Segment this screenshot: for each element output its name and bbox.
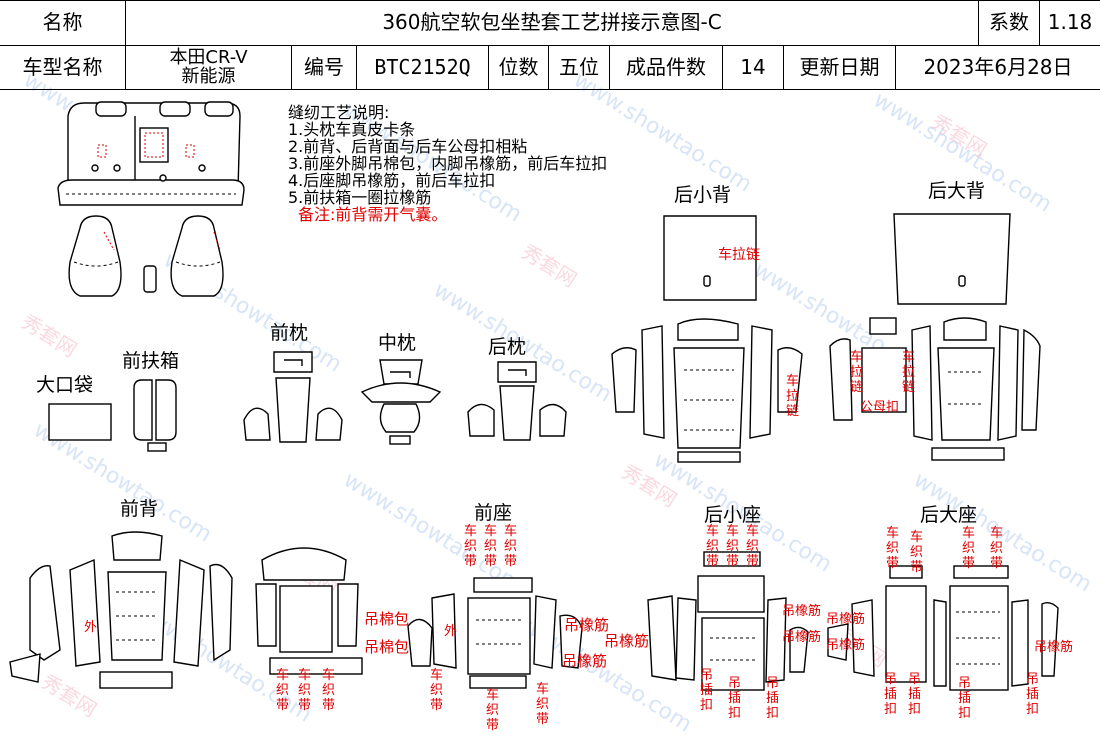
sewing-notes: 缝纫工艺说明: 1.头枕车真皮卡条 2.前背、后背面与后车公母扣相粘 3.前座外… xyxy=(288,104,607,223)
hang-buckle-note: 吊 插 扣 xyxy=(1026,672,1040,717)
seats-label: 位数 xyxy=(489,45,549,90)
rear-big-back-pieces xyxy=(829,213,1041,461)
front-seat-label: 前座 xyxy=(474,502,513,524)
rear-small-back-label: 后小背 xyxy=(674,184,732,206)
rear-big-seat-pieces xyxy=(827,565,1059,691)
outer-note: 外 xyxy=(444,624,458,639)
rear-small-seat-pieces xyxy=(647,551,809,691)
webbing-note: 车 织 带 xyxy=(536,682,550,727)
big-bag-label: 大口袋 xyxy=(36,374,94,396)
webbing-note: 车 织 带 xyxy=(298,668,312,713)
front-pillow-label: 前枕 xyxy=(270,322,309,344)
hang-buckle-note: 吊 插 扣 xyxy=(700,668,714,713)
model-value: 本田CR-V 新能源 xyxy=(126,45,292,90)
coef-value: 1.18 xyxy=(1047,10,1093,34)
model-label: 车型名称 xyxy=(0,45,126,90)
webbing-note: 车 织 带 xyxy=(430,668,444,713)
mid-pillow-label: 中枕 xyxy=(378,332,417,354)
rear-pillow-label: 后枕 xyxy=(488,336,527,358)
seats-value: 五位 xyxy=(549,45,610,90)
front-armrest-pieces xyxy=(133,379,177,452)
pieces-value: 14 xyxy=(723,45,784,90)
hang-cotton-note: 吊棉包 xyxy=(364,638,410,656)
notes-item: 3.前座外脚吊棉包，内脚吊橡筋，前后车拉扣 xyxy=(288,154,608,173)
rear-small-seat-label: 后小座 xyxy=(704,504,762,526)
rear-pillow-pieces xyxy=(467,361,567,441)
zipper-note: 车拉链 xyxy=(718,247,760,263)
webbing-note: 车 织 带 xyxy=(504,524,518,569)
coef-label: 系数 xyxy=(979,0,1040,45)
hang-rubber-note: 吊橡筋 xyxy=(782,604,822,619)
hang-rubber-note: 吊橡筋 xyxy=(826,612,866,627)
hang-buckle-note: 吊 插 扣 xyxy=(908,672,922,717)
outer-note: 外 xyxy=(84,620,98,635)
rear-big-back-label: 后大背 xyxy=(928,180,986,202)
hang-rubber-note: 吊橡筋 xyxy=(604,632,650,650)
hang-cotton-note: 吊棉包 xyxy=(364,610,410,628)
zipper-note: 车 拉 链 xyxy=(902,350,916,395)
hang-rubber-note: 吊橡筋 xyxy=(826,638,866,653)
front-pillow-pieces xyxy=(243,351,343,443)
name-label: 名称 xyxy=(0,0,126,45)
header-table: 名称 360航空软包坐垫套工艺拼接示意图-C 系数 1.18 车型名称 本田CR… xyxy=(0,0,1100,90)
date-label: 更新日期 xyxy=(784,45,896,90)
notes-item: 5.前扶箱一圈拉橡筋 xyxy=(288,188,432,207)
notes-heading: 缝纫工艺说明: xyxy=(288,103,390,122)
zipper-note: 车 拉 链 xyxy=(850,350,864,395)
hang-rubber-note: 吊橡筋 xyxy=(1034,640,1074,655)
hang-rubber-note: 吊橡筋 xyxy=(782,630,822,645)
webbing-note: 车 织 带 xyxy=(322,668,336,713)
hang-buckle-note: 吊 插 扣 xyxy=(884,672,898,717)
big-bag-piece xyxy=(48,403,112,441)
webbing-note: 车 织 带 xyxy=(484,524,498,569)
webbing-note: 车 织 带 xyxy=(706,524,720,569)
code-label: 编号 xyxy=(292,45,357,90)
webbing-note: 车 织 带 xyxy=(962,526,976,571)
snap-note: 公母扣 xyxy=(860,400,900,415)
notes-item: 1.头枕车真皮卡条 xyxy=(288,120,416,139)
mid-pillow-pieces xyxy=(360,359,442,445)
rear-big-seat-label: 后大座 xyxy=(920,504,978,526)
date-value: 2023年6月28日 xyxy=(923,55,1073,79)
notes-item: 4.后座脚吊橡筋，前后车拉扣 xyxy=(288,171,496,190)
hang-buckle-note: 吊 插 扣 xyxy=(958,676,972,721)
webbing-note: 车 织 带 xyxy=(990,526,1004,571)
rear-small-back-pieces xyxy=(611,215,803,463)
webbing-note: 车 织 带 xyxy=(276,668,290,713)
notes-remark: 备注:前背需开气囊。 xyxy=(298,205,448,224)
notes-item: 2.前背、后背面与后车公母扣相粘 xyxy=(288,137,528,156)
webbing-note: 车 织 带 xyxy=(910,530,924,575)
webbing-note: 车 织 带 xyxy=(486,688,500,733)
front-seat-pieces xyxy=(407,577,583,689)
hang-buckle-note: 吊 插 扣 xyxy=(728,676,742,721)
diagram-title: 360航空软包坐垫套工艺拼接示意图-C xyxy=(126,0,979,45)
webbing-note: 车 织 带 xyxy=(746,524,760,569)
front-armrest-label: 前扶箱 xyxy=(122,350,180,372)
front-back-pieces xyxy=(9,531,363,689)
webbing-note: 车 织 带 xyxy=(464,524,478,569)
webbing-note: 车 织 带 xyxy=(886,526,900,571)
pieces-label: 成品件数 xyxy=(610,45,723,90)
hang-buckle-note: 吊 插 扣 xyxy=(766,676,780,721)
hang-rubber-note: 吊橡筋 xyxy=(562,652,608,670)
webbing-note: 车 织 带 xyxy=(726,524,740,569)
hang-rubber-note: 吊橡筋 xyxy=(564,616,610,634)
code-value: BTC2152Q xyxy=(357,45,489,90)
seat-overview xyxy=(57,101,245,297)
zipper-note: 车 拉 链 xyxy=(786,374,800,419)
front-back-label: 前背 xyxy=(120,498,159,520)
